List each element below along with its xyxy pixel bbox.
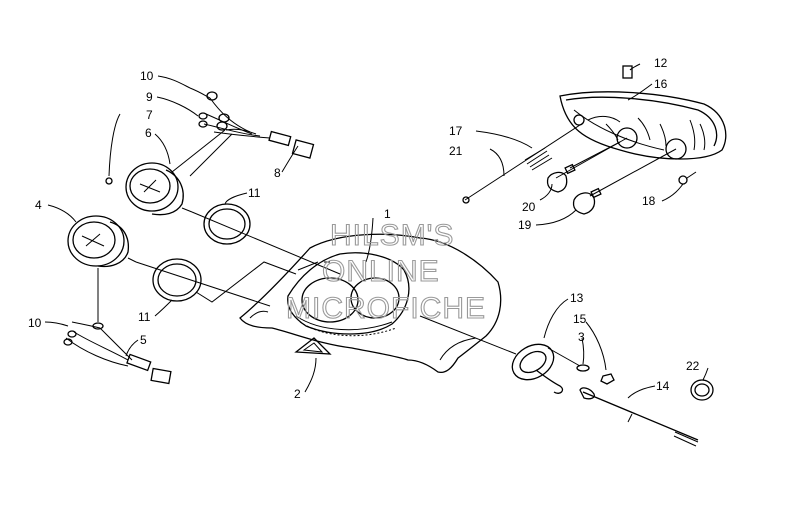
callout-11a: 11 <box>248 186 261 200</box>
screw-small <box>105 177 113 185</box>
callout-19: 19 <box>518 218 532 232</box>
gauge-speedometer <box>67 215 137 268</box>
cable <box>579 387 699 447</box>
watermark-line-3: MICROFICHE <box>286 292 486 325</box>
leader-lines <box>44 63 709 399</box>
callout-12: 12 <box>654 56 668 70</box>
hose-clamp <box>690 379 714 401</box>
gauge-tachometer <box>125 162 193 216</box>
washer <box>576 364 590 372</box>
callout-20: 20 <box>522 200 536 214</box>
clip-bracket <box>622 65 633 79</box>
headlight-assembly <box>559 91 727 160</box>
hood-housing <box>239 233 502 374</box>
callout-labels: 1 2 3 4 5 6 7 8 9 10 10 11 11 12 13 14 1… <box>28 56 700 401</box>
bulb <box>678 171 697 185</box>
watermark-line-2: ONLINE <box>322 255 440 288</box>
adjuster-screw <box>462 122 584 204</box>
callout-7: 7 <box>146 108 153 122</box>
callout-9: 9 <box>146 90 153 104</box>
callout-6: 6 <box>145 126 152 140</box>
callout-22: 22 <box>686 359 700 373</box>
callout-3: 3 <box>578 330 585 344</box>
callout-13: 13 <box>570 291 584 305</box>
callout-2: 2 <box>294 387 301 401</box>
callout-16: 16 <box>654 77 668 91</box>
callout-11b: 11 <box>138 310 151 324</box>
callout-8: 8 <box>274 166 281 180</box>
drive-housing <box>511 343 564 394</box>
callout-4: 4 <box>35 198 42 212</box>
callout-10b: 10 <box>28 316 42 330</box>
nut <box>600 373 615 385</box>
callout-10a: 10 <box>140 69 154 83</box>
callout-18: 18 <box>642 194 656 208</box>
bulb-socket-upper <box>546 163 576 193</box>
callout-17: 17 <box>449 124 463 138</box>
callout-5: 5 <box>140 333 147 347</box>
callout-15: 15 <box>573 312 587 326</box>
wire-harness-upper <box>189 87 315 159</box>
watermark-line-1: HILSM'S <box>330 219 454 252</box>
callout-1: 1 <box>384 207 391 221</box>
callout-14: 14 <box>656 379 670 393</box>
callout-21: 21 <box>449 144 463 158</box>
decal-triangle <box>294 337 332 355</box>
watermark: HILSM'S ONLINE MICROFICHE <box>285 218 486 325</box>
gauge-rings <box>152 203 251 302</box>
wire-harness-lower <box>63 321 172 385</box>
